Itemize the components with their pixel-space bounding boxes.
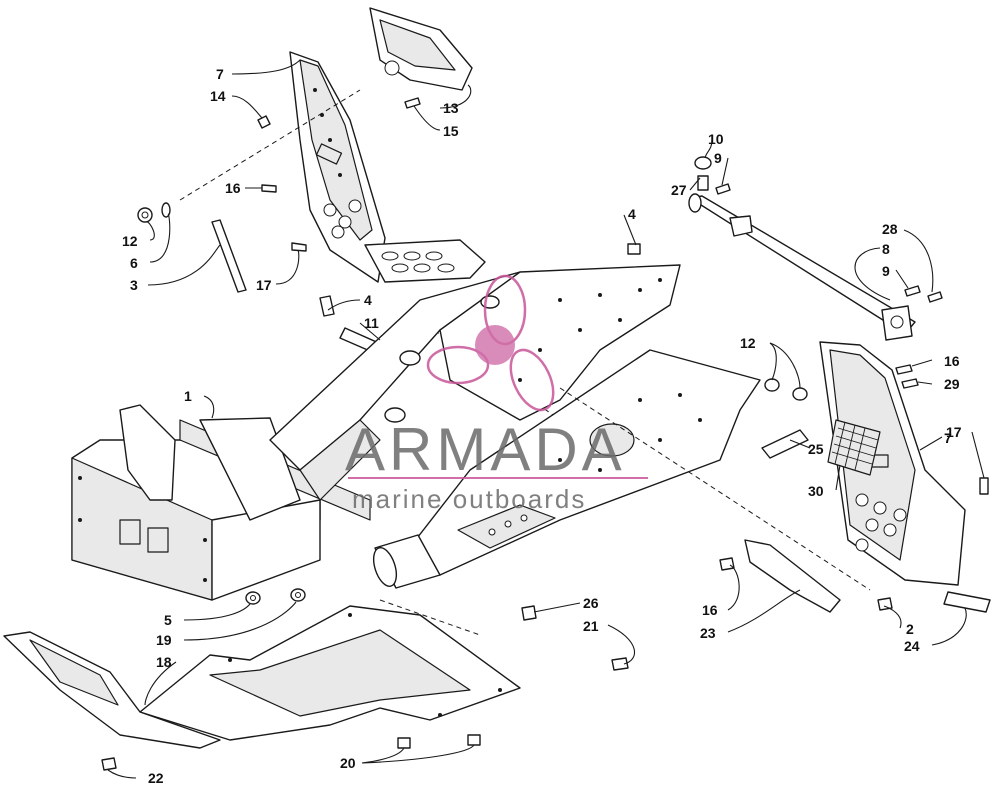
callout-14: 14 [210, 88, 226, 104]
callout-23: 23 [700, 625, 716, 641]
callout-16-upper: 16 [225, 180, 241, 196]
callout-3: 3 [130, 277, 138, 293]
callout-12-left: 12 [122, 233, 138, 249]
callout-7-upper: 7 [216, 66, 224, 82]
callout-16-right: 16 [944, 353, 960, 369]
callout-2: 2 [906, 621, 914, 637]
fasteners-right [521, 243, 989, 671]
chassis-main [71, 264, 761, 601]
callout-18: 18 [156, 654, 172, 670]
callout-19: 19 [156, 632, 172, 648]
callout-labels: 7 14 13 15 16 12 6 3 17 4 11 1 4 10 9 27… [122, 66, 960, 786]
fasteners-upper-left [137, 97, 421, 317]
callout-1: 1 [184, 388, 192, 404]
callout-26: 26 [583, 595, 599, 611]
callout-7-right: 7 [944, 430, 952, 446]
callout-9-right: 9 [882, 263, 890, 279]
callout-4-right: 4 [628, 206, 636, 222]
callout-28: 28 [882, 221, 898, 237]
callout-9-upper: 9 [714, 150, 722, 166]
callout-15: 15 [443, 123, 459, 139]
callout-20: 20 [340, 755, 356, 771]
watermark: ARMADA marine outboards [345, 274, 648, 514]
footrest-upper [364, 239, 486, 283]
callout-25: 25 [808, 441, 824, 457]
steering-shaft-8 [688, 156, 943, 341]
steering-support-right [819, 341, 966, 586]
steering-support-upper [289, 51, 386, 283]
callout-13: 13 [443, 100, 459, 116]
bracket-25 [761, 429, 809, 459]
callout-17-upper: 17 [256, 277, 272, 293]
callout-30: 30 [808, 483, 824, 499]
rod-3 [211, 219, 247, 293]
leader-lines [107, 59, 985, 779]
callout-24: 24 [904, 638, 920, 654]
bracket-24 [943, 591, 991, 613]
callout-6: 6 [130, 255, 138, 271]
callout-11: 11 [364, 315, 379, 331]
centerline-upper [179, 89, 361, 201]
centerline-right [559, 387, 871, 591]
callout-12-right: 12 [740, 335, 756, 351]
propeller-logo [426, 274, 555, 412]
callout-4-mid: 4 [364, 292, 372, 308]
nuts-lower [245, 588, 306, 605]
watermark-subtitle: marine outboards [352, 484, 586, 514]
footrest-23 [744, 539, 841, 613]
callout-29: 29 [944, 376, 960, 392]
callout-16-lower: 16 [702, 602, 718, 618]
belly-pan-plate [139, 605, 521, 741]
skid-18 [3, 631, 221, 749]
screws-lower [101, 734, 481, 771]
callout-10: 10 [708, 131, 724, 147]
callout-5: 5 [164, 612, 172, 628]
bracket-13 [369, 7, 473, 91]
callout-8: 8 [882, 241, 890, 257]
callout-27: 27 [671, 182, 687, 198]
callout-21: 21 [583, 618, 599, 634]
watermark-title: ARMADA [345, 416, 626, 483]
callout-22: 22 [148, 770, 164, 786]
